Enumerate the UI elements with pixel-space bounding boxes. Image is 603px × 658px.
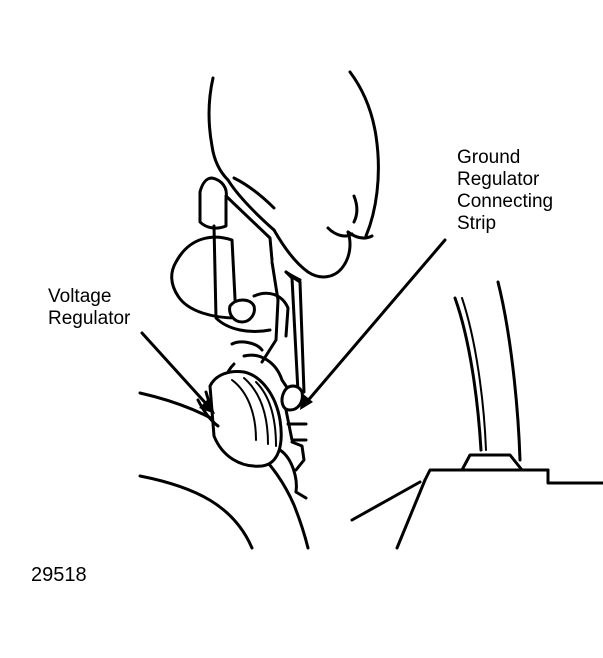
label-line: Voltage xyxy=(48,286,112,307)
label-line: Ground xyxy=(457,147,521,168)
ground-connecting-strip xyxy=(280,270,308,442)
label-line: Regulator xyxy=(48,308,131,329)
ground-regulator-connecting-strip-label: Ground Regulator Connecting Strip xyxy=(457,147,553,235)
label-line: Connecting xyxy=(457,191,554,212)
label-line: Strip xyxy=(457,213,497,234)
voltage-regulator xyxy=(196,370,308,500)
voltage-regulator-leader-line xyxy=(140,331,212,410)
voltage-regulator-arrowhead xyxy=(199,398,215,414)
engine-bracket xyxy=(350,280,603,550)
hand xyxy=(207,70,380,282)
regulator-bracket xyxy=(170,176,292,396)
ground-strip-leader-line xyxy=(303,238,447,406)
voltage-regulator-label: Voltage Regulator xyxy=(48,286,130,330)
ground-strip-arrowhead xyxy=(300,393,313,410)
figure-number: 29518 xyxy=(31,564,87,586)
leader-arrows xyxy=(140,238,447,414)
label-line: Regulator xyxy=(457,169,540,190)
alternator-housing xyxy=(138,391,310,550)
